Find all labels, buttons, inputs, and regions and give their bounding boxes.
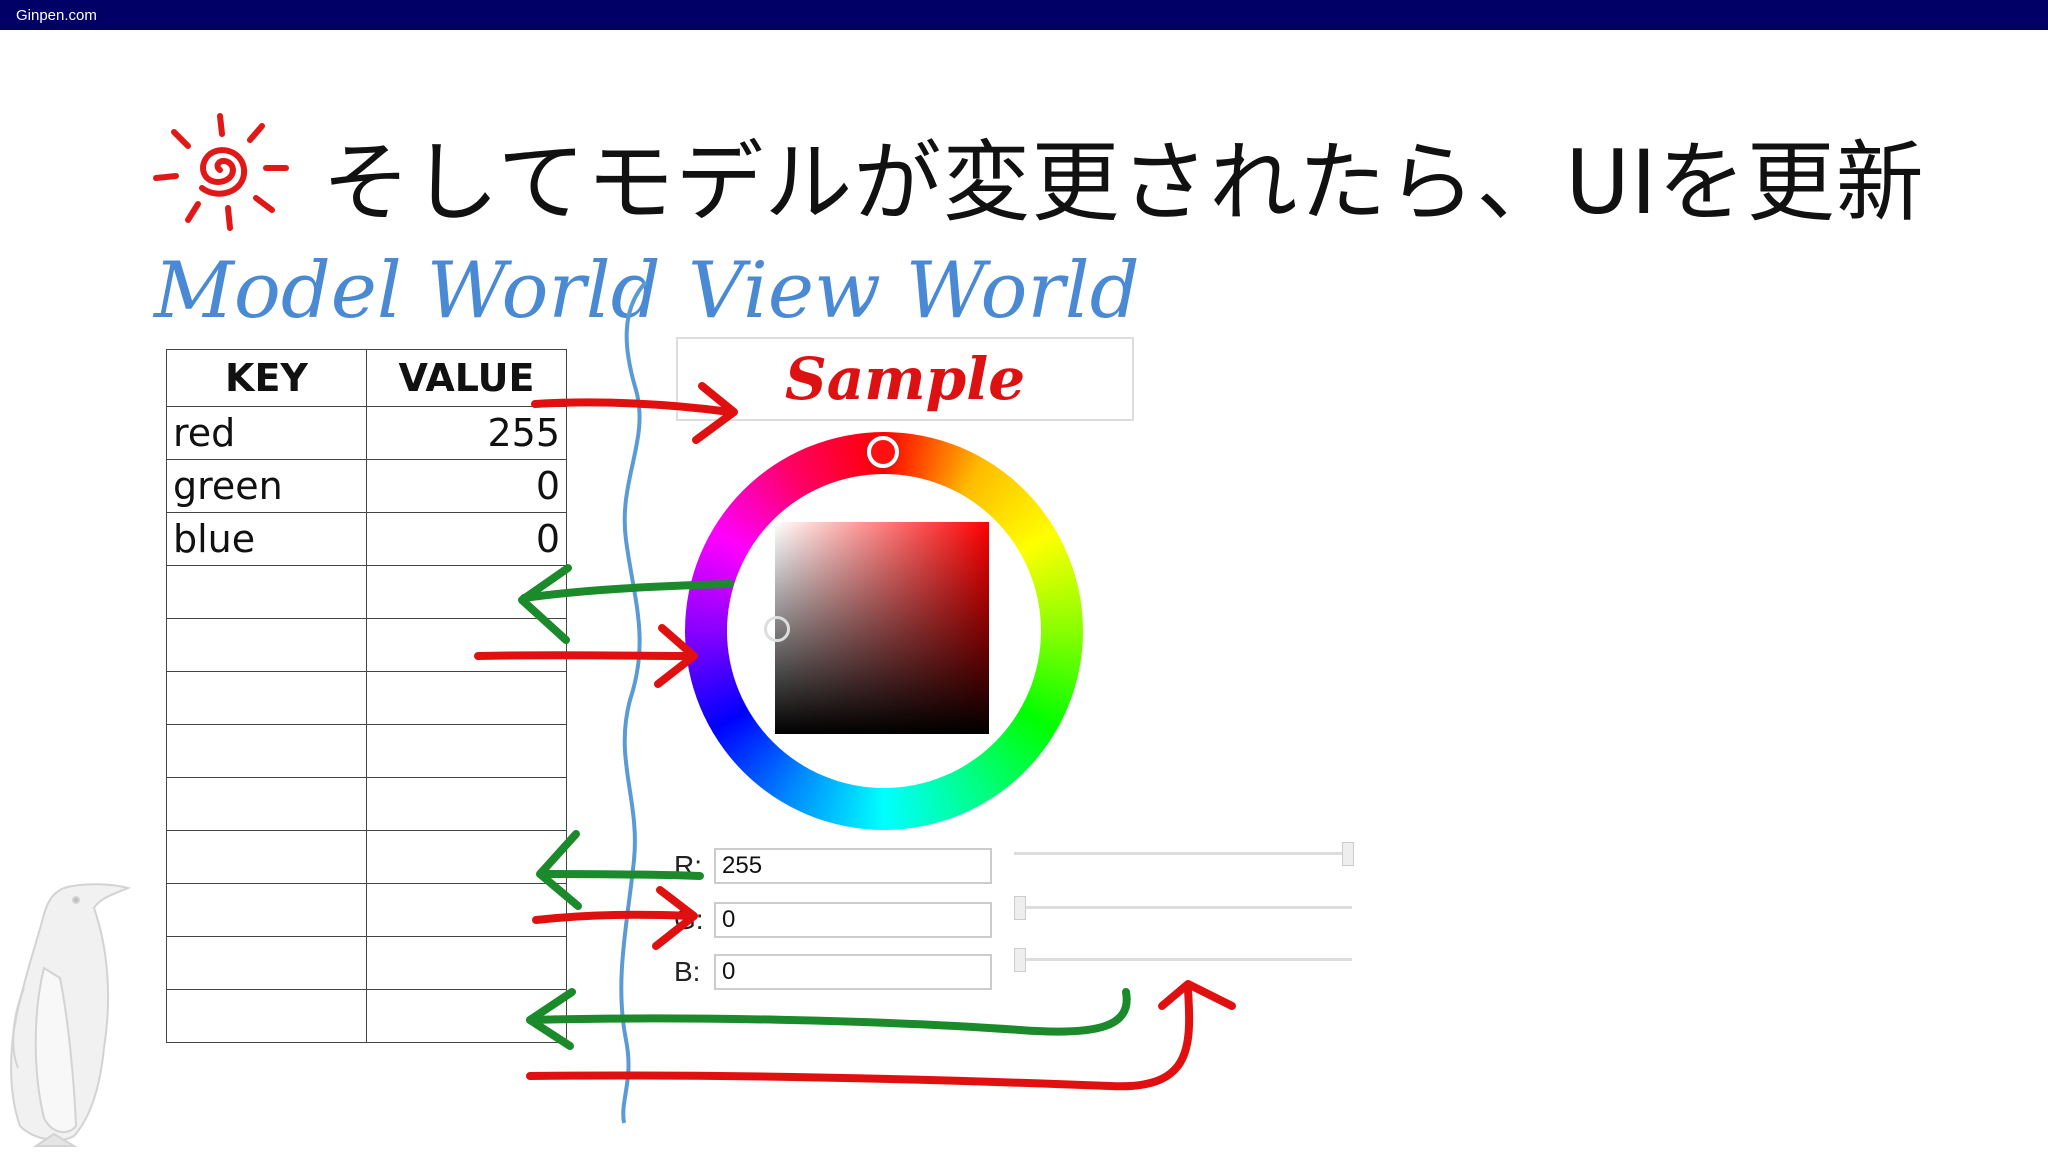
key-cell — [166, 618, 367, 672]
table-row: red 255 — [166, 406, 567, 460]
key-cell: red — [166, 406, 367, 460]
g-slider-track[interactable] — [1014, 906, 1352, 909]
table-row — [166, 777, 567, 831]
key-cell — [166, 830, 367, 884]
top-bar: Ginpen.com — [0, 0, 2048, 30]
table-row — [166, 618, 567, 672]
saturation-value-square[interactable] — [775, 522, 989, 734]
sample-preview: Sample — [676, 337, 1134, 421]
value-cell — [366, 883, 567, 937]
b-slider-thumb[interactable] — [1014, 948, 1026, 972]
b-label: B: — [674, 956, 701, 987]
key-cell — [166, 989, 367, 1043]
sun-icon — [153, 113, 289, 231]
r-slider-thumb[interactable] — [1342, 842, 1354, 866]
value-cell — [366, 777, 567, 831]
slide-title: そしてモデルが変更されたら、UIを更新 — [322, 131, 1925, 234]
value-cell — [366, 565, 567, 619]
table-row — [166, 724, 567, 778]
key-cell — [166, 671, 367, 725]
penguin-icon — [10, 883, 131, 1147]
value-cell: 255 — [366, 406, 567, 460]
key-cell — [166, 883, 367, 937]
column-header-key: KEY — [166, 349, 367, 407]
value-cell — [366, 830, 567, 884]
column-header-value: VALUE — [366, 349, 567, 407]
table-header-row: KEY VALUE — [166, 349, 567, 407]
red-arrowhead — [1158, 980, 1236, 1010]
table-row — [166, 883, 567, 937]
world-divider — [619, 280, 648, 1124]
r-slider-track[interactable] — [1014, 852, 1352, 855]
g-label: G: — [674, 904, 704, 935]
value-cell: 0 — [366, 459, 567, 513]
key-cell: blue — [166, 512, 367, 566]
table-row — [166, 989, 567, 1043]
value-cell: 0 — [366, 512, 567, 566]
table-row — [166, 671, 567, 725]
value-cell — [366, 936, 567, 990]
g-slider-thumb[interactable] — [1014, 896, 1026, 920]
hue-handle[interactable] — [867, 436, 899, 468]
table-row — [166, 936, 567, 990]
r-label: R: — [674, 850, 702, 881]
model-world-label: Model World — [154, 246, 661, 336]
g-input[interactable] — [714, 902, 992, 938]
r-input[interactable] — [714, 848, 992, 884]
b-slider-track[interactable] — [1014, 958, 1352, 961]
table-row: green 0 — [166, 459, 567, 513]
table-row — [166, 830, 567, 884]
b-input[interactable] — [714, 954, 992, 990]
view-world-label: View World — [688, 246, 1140, 336]
value-cell — [366, 618, 567, 672]
key-cell: green — [166, 459, 367, 513]
value-cell — [366, 989, 567, 1043]
key-cell — [166, 777, 367, 831]
table-row — [166, 565, 567, 619]
table-row: blue 0 — [166, 512, 567, 566]
sample-text: Sample — [784, 345, 1026, 413]
saturation-value-handle[interactable] — [764, 616, 790, 642]
model-table: KEY VALUE red 255 green 0 blue 0 — [166, 349, 567, 1043]
value-cell — [366, 724, 567, 778]
key-cell — [166, 565, 367, 619]
site-label: Ginpen.com — [16, 7, 97, 24]
key-cell — [166, 936, 367, 990]
value-cell — [366, 671, 567, 725]
key-cell — [166, 724, 367, 778]
